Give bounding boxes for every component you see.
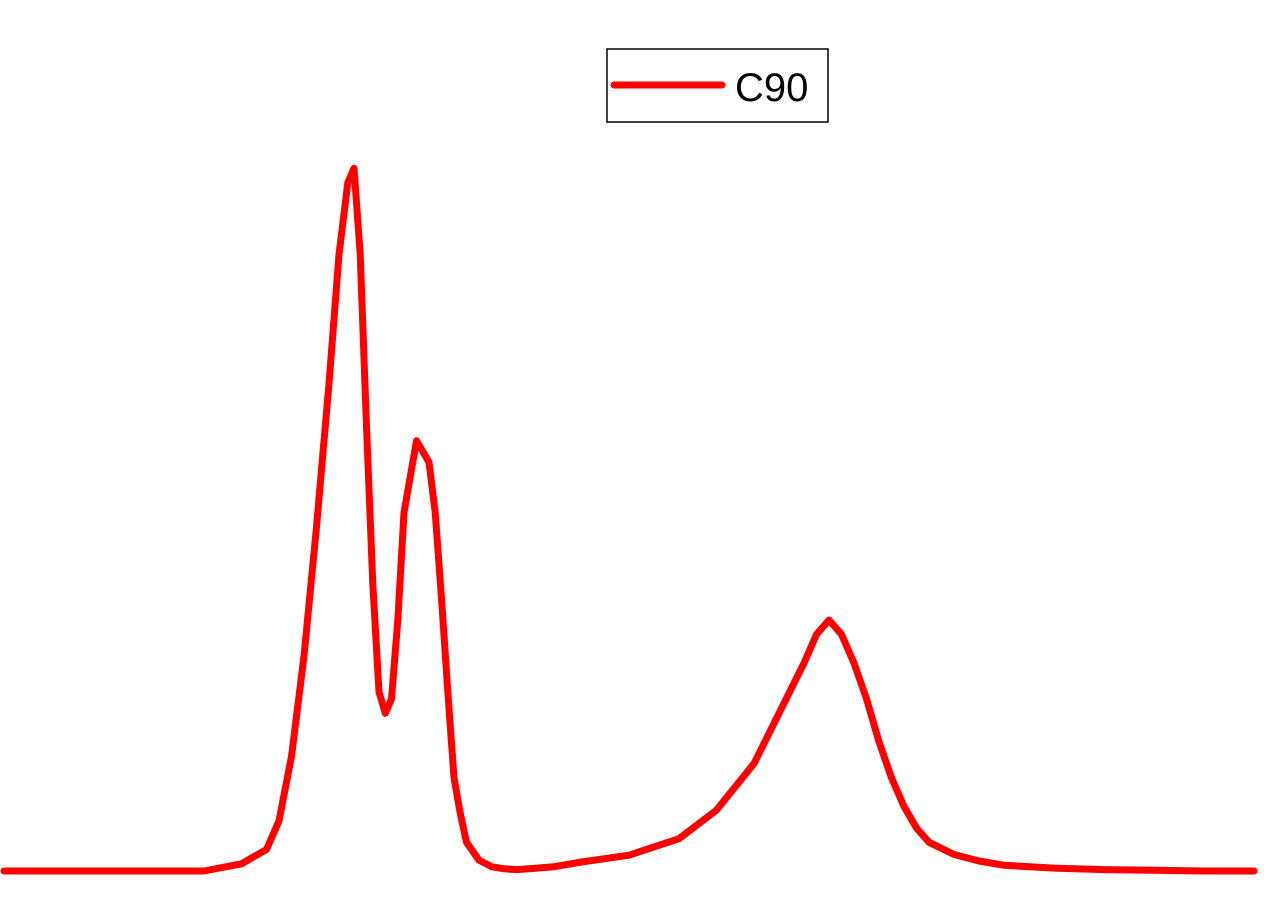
legend-label-c90: C90 xyxy=(735,66,808,110)
legend: C90 xyxy=(606,48,829,123)
plot-area xyxy=(0,164,1258,875)
series-line-c90 xyxy=(0,164,1258,875)
